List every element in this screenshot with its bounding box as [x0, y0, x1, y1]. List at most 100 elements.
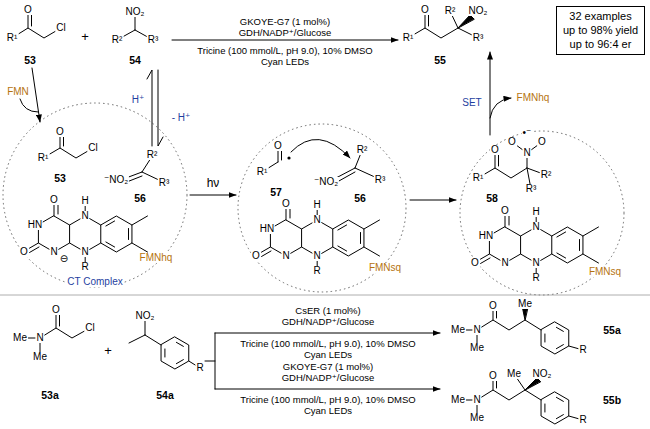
benzene-ring	[161, 337, 189, 369]
condition-text: Tricine (100 mmol/L, pH 9.0), 10% DMSO	[197, 46, 372, 56]
atom-label: N	[281, 251, 290, 261]
atom-label: N	[313, 251, 322, 261]
annotation-label: - H⁺	[171, 113, 192, 123]
atom-label: R²	[356, 145, 369, 155]
atom-label: O	[23, 5, 33, 15]
atom-label: Cl	[55, 23, 66, 33]
cofactor-label: FMNhq	[139, 253, 174, 263]
condition-text: Tricine (100 mmol/L, pH 9.0), 10% DMSO	[240, 339, 415, 349]
reaction-arrow	[410, 200, 456, 201]
wedge-bond	[458, 15, 474, 28]
atom-label: Me	[450, 325, 466, 335]
annotation-label: CT Complex	[66, 277, 123, 287]
atom-label: H	[313, 200, 322, 210]
flavin-structure	[479, 215, 599, 274]
ct-complex-circle	[3, 103, 187, 287]
condition-text: GDH/NADP⁺/Glucose	[239, 28, 332, 38]
curved-line	[20, 99, 38, 112]
reaction-arrow	[215, 389, 440, 390]
atom-label: R²	[111, 35, 124, 45]
atom-label: R	[81, 262, 90, 272]
atom-label: NO₂	[125, 7, 146, 17]
atom-label: HN	[478, 231, 494, 241]
divider-line	[0, 295, 650, 296]
equilibrium-arrow	[147, 70, 152, 146]
atom-label: R³	[472, 33, 485, 43]
cofactor-label: FMNsq	[588, 267, 622, 277]
atom-label: Me	[32, 352, 48, 362]
atom-label: R³	[525, 184, 538, 194]
atom-label: O	[470, 258, 480, 268]
wedge-bond	[523, 308, 528, 320]
atom-label: R²	[444, 6, 457, 16]
atom-label: ⊖	[59, 254, 69, 264]
reaction-arrow	[215, 333, 440, 334]
condition-text: GKOYE-G7 (1 mol%)	[283, 362, 373, 372]
atom-label: NO₂	[135, 311, 156, 321]
atom-label: H	[532, 207, 541, 217]
condition-text: GDH/NADP⁺/Glucose	[282, 317, 375, 327]
atom-label: R²	[146, 150, 159, 160]
reaction-arrow	[490, 52, 491, 135]
condition-text: Tricine (100 mmol/L, pH 9.0), 10% DMSO	[240, 395, 415, 405]
atom-label: R¹	[472, 173, 485, 183]
atom-label: O	[488, 371, 498, 381]
bond-lines	[126, 158, 161, 182]
wedge-bond	[525, 378, 541, 390]
atom-label: HN	[259, 224, 275, 234]
equilibrium-arrow	[158, 70, 163, 146]
bond-lines	[336, 153, 377, 182]
atom-label: O	[19, 247, 29, 257]
atom-label: O	[51, 305, 61, 315]
benzene-ring	[541, 322, 569, 354]
atom-label: •⁻	[522, 128, 533, 138]
compound-number: 53	[54, 173, 66, 184]
atom-label: O	[490, 145, 500, 155]
compound-number: 53	[24, 55, 36, 66]
plus-sign: +	[81, 30, 89, 43]
condition-text: Cyan LEDs	[304, 350, 352, 360]
flavin-structure	[28, 204, 148, 263]
condition-text: GKOYE-G7 (1 mol%)	[240, 17, 330, 27]
atom-label: Cl	[84, 323, 95, 333]
compound-number: 56	[354, 193, 366, 204]
atom-label: HN	[27, 220, 43, 230]
atom-label: O	[49, 195, 59, 205]
atom-label: R²	[540, 170, 553, 180]
condition-text: GDH/NADP⁺/Glucose	[282, 373, 375, 383]
bond-lines	[129, 316, 200, 368]
atom-label: R	[578, 345, 587, 355]
atom-label: N	[532, 258, 541, 268]
cofactor-label: FMNhq	[516, 93, 551, 103]
atom-label: R¹	[6, 33, 19, 43]
atom-label: R	[532, 273, 541, 283]
condition-text: CsER (1 mol%)	[295, 306, 360, 316]
atom-label: O	[420, 5, 430, 15]
reaction-arrow	[172, 40, 398, 41]
atom-label: N	[313, 215, 322, 225]
compound-number: 55b	[603, 395, 621, 406]
compound-number: 55a	[603, 325, 621, 336]
radical-dot	[287, 156, 290, 159]
summary-text: 32 examples up to 98% yield up to 96:4 e…	[562, 10, 639, 51]
atom-label: ⁻NO₂	[313, 177, 339, 187]
compound-number: 56	[134, 193, 146, 204]
atom-label: NO₂	[468, 6, 489, 16]
atom-label: R³	[374, 175, 387, 185]
fork-line	[205, 333, 215, 389]
atom-label: R³	[158, 178, 171, 188]
atom-label: R¹	[37, 153, 50, 163]
atom-label: O	[537, 137, 547, 147]
radical-anion-circle	[460, 131, 624, 295]
summary-box: 32 examples up to 98% yield up to 96:4 e…	[556, 6, 645, 55]
atom-label: N	[81, 247, 90, 257]
atom-label: R	[578, 415, 587, 425]
atom-label: Me	[469, 413, 485, 423]
atom-label: N	[81, 211, 90, 221]
cofactor-label: FMNsq	[368, 263, 402, 273]
bond-lines	[20, 310, 90, 357]
atom-label: N	[500, 258, 509, 268]
condition-text: Cyan LEDs	[304, 406, 352, 416]
atom-label: R	[313, 266, 322, 276]
curved-arrow	[490, 98, 511, 118]
